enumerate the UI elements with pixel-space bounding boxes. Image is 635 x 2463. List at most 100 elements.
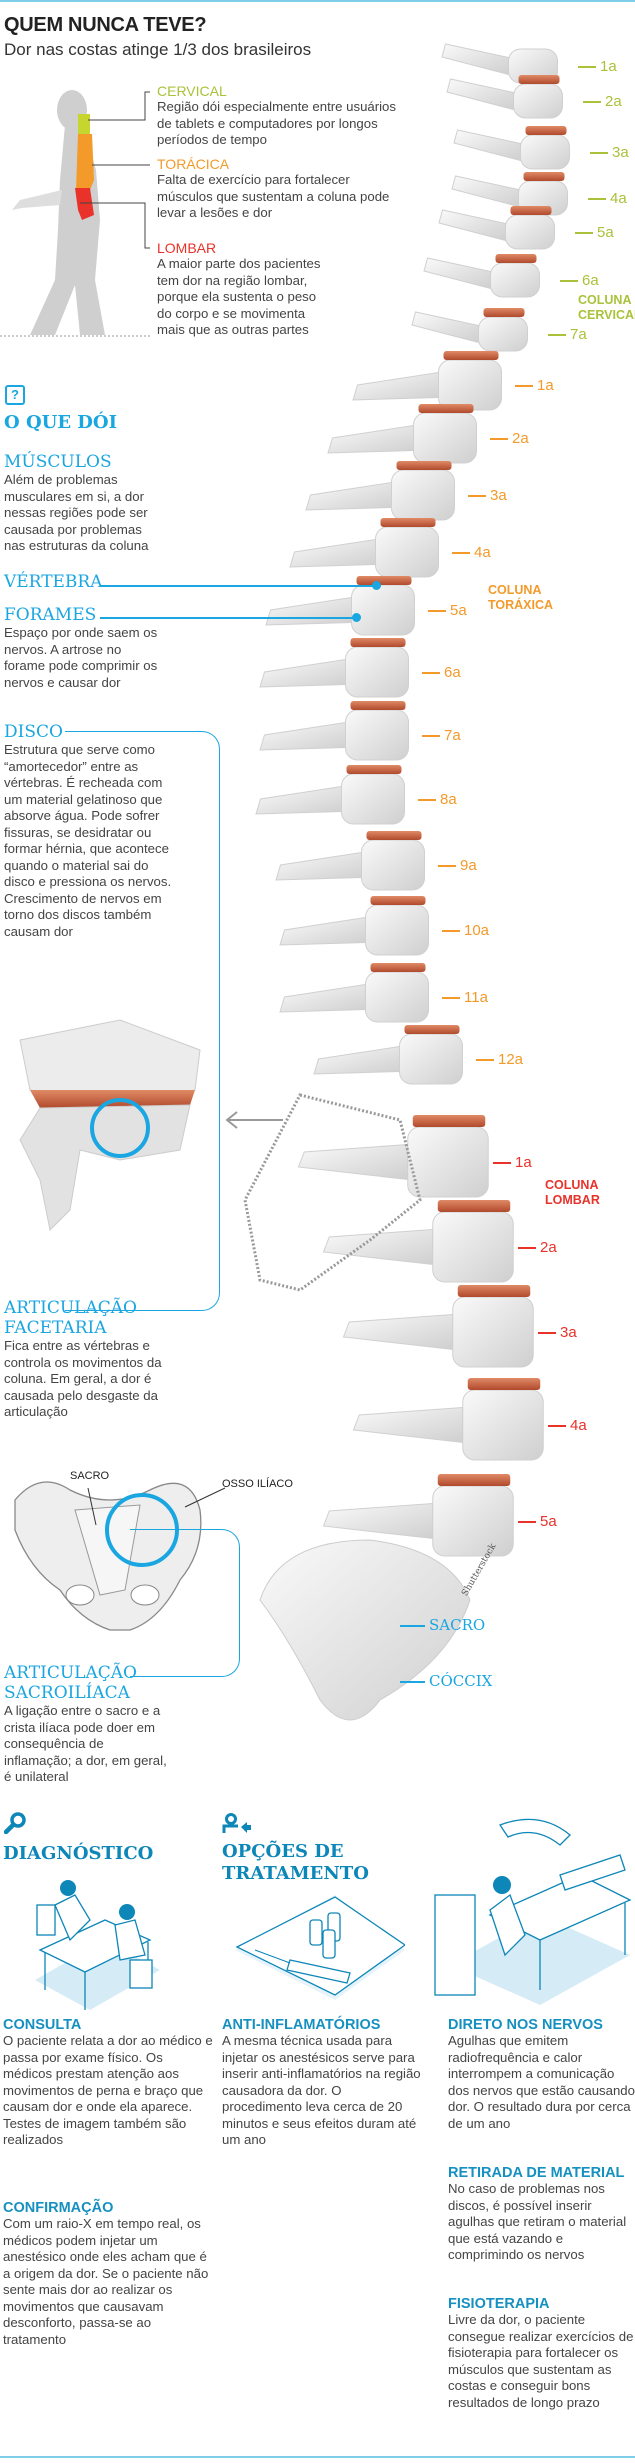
item-title: FORAMES [4, 605, 97, 625]
vertebra-label-cervical-2: 2a [583, 93, 622, 110]
intervertebral-disc [380, 518, 436, 527]
pelvis-label-sacro: SACRO [70, 1470, 110, 1482]
vertebra-body [345, 709, 409, 761]
vertebra-label-toracica-3: 3a [468, 487, 507, 504]
vertebra-number: 4a [474, 544, 491, 561]
magnifier-icon [4, 1812, 26, 1834]
vertebra-label-toracica-4: 4a [452, 544, 491, 561]
vertebra-number: 10a [464, 922, 490, 939]
diagnostico-consulta: CONSULTA O paciente relata a dor ao médi… [3, 2017, 213, 2149]
item-title: MÚSCULOS [4, 452, 112, 472]
intervertebral-disc [350, 701, 406, 710]
vertebra-body [365, 971, 429, 1023]
vertebra-body [351, 584, 415, 636]
intervertebral-disc [523, 172, 565, 181]
vertebra-label-toracica-5: 5a [428, 602, 467, 619]
vertebra-process [279, 916, 366, 946]
vertebra-closeup-illustration [19, 1019, 201, 1232]
intervertebral-disc [495, 254, 537, 263]
consultation-illustration [35, 1880, 160, 2010]
vertebra-body [513, 83, 563, 119]
top-rule [0, 0, 635, 2]
vertebra-number: 1a [537, 377, 554, 394]
vertebra-label-toracica-1: 1a [515, 377, 554, 394]
intervertebral-disc [510, 206, 552, 215]
vertebra-number: 5a [597, 224, 614, 241]
item-title-2: SACROILÍACA [4, 1683, 130, 1703]
vertebra-body [413, 412, 477, 464]
region-text: Falta de exercício para fortalecer múscu… [157, 172, 390, 220]
vertebra-body [432, 1485, 514, 1557]
tick-mark [468, 495, 486, 497]
tick-mark [578, 66, 596, 68]
item-title-1: ARTICULAÇÃO [4, 1663, 137, 1683]
tick-mark [438, 865, 456, 867]
tick-mark [493, 1162, 511, 1164]
disco-facetaria-bracket [65, 731, 220, 1311]
sacroiliaca-bracket [130, 1529, 240, 1677]
tick-mark [538, 1332, 556, 1334]
vertebra-number: 6a [444, 664, 461, 681]
label-sacro-text: SACRO [429, 1616, 486, 1634]
vertebra-label-toracica-8: 8a [418, 791, 457, 808]
tick-mark [588, 198, 606, 200]
vertebra-process [352, 1406, 464, 1444]
vertebra-number: 3a [490, 487, 507, 504]
arrow-left-icon [225, 1111, 283, 1129]
intervertebral-disc [370, 896, 426, 905]
vertebra-number: 8a [440, 791, 457, 808]
item-facetaria: ARTICULAÇÃO FACETARIA Fica entre as vért… [4, 1298, 164, 1421]
vertebra-body [432, 1211, 514, 1283]
intervertebral-disc [525, 126, 567, 135]
forames-dot [352, 613, 361, 622]
vertebra-label-cervical-6: 6a [560, 272, 599, 289]
vertebra-number: 4a [570, 1417, 587, 1434]
vertebra-label-cervical-1: 1a [578, 58, 617, 75]
intervertebral-disc [457, 1285, 531, 1297]
region-text: Região dói especialmente entre usuários … [157, 99, 396, 147]
vertebra-body [520, 134, 570, 170]
item-text: Além de problemas musculares em si, a do… [4, 472, 149, 553]
tratamento-anti-inflamatorios: ANTI-INFLAMATÓRIOS A mesma técnica usada… [222, 2017, 422, 2149]
bottom-rule [0, 2456, 635, 2458]
intervertebral-disc [518, 75, 560, 84]
vertebra-number: 12a [498, 1051, 524, 1068]
label-coluna-cervical: COLUNA CERVICAL [578, 293, 635, 322]
section-title-oque: O QUE DÓI [4, 412, 118, 433]
tick-mark [515, 385, 533, 387]
tick-mark [518, 1247, 536, 1249]
tick-mark [548, 1425, 566, 1427]
vertebra-body [490, 262, 540, 298]
vertebra-number: 2a [512, 430, 529, 447]
vertebra-process [313, 1045, 400, 1075]
vertebra-process [265, 596, 352, 626]
vertebra-process [453, 129, 521, 162]
vertebra-process [423, 257, 491, 290]
vertebra-process [411, 311, 479, 344]
tick-mark [418, 799, 436, 801]
xray-procedure-illustration [434, 1818, 632, 2005]
vertebra-process [279, 983, 366, 1013]
region-cervical: CERVICAL Região dói especialmente entre … [157, 83, 407, 149]
vertebra-label-toracica-9: 9a [438, 857, 477, 874]
item-text: A ligação entre o sacro e a crista ilíac… [4, 1703, 167, 1784]
vertebra-process [438, 209, 506, 242]
region-title: TORÁCICA [157, 156, 230, 172]
vertebra-process [305, 481, 392, 511]
vertebra-body [391, 469, 455, 521]
vertebra-label-lombar-2: 2a [518, 1239, 557, 1256]
item-text: Agulhas que emitem radiofrequência e cal… [448, 2033, 635, 2131]
item-text: Fica entre as vértebras e controla os mo… [4, 1338, 162, 1419]
vertebra-process [441, 43, 509, 76]
vertebra-process [327, 424, 414, 454]
vertebra-body [462, 1389, 544, 1461]
vertebra-body [361, 839, 425, 891]
vertebra-label-lombar-4: 4a [548, 1417, 587, 1434]
item-text: Espaço por onde saem os nervos. A artros… [4, 625, 158, 690]
item-title: CONFIRMAÇÃO [3, 2200, 114, 2216]
item-text: Livre da dor, o paciente consegue realiz… [448, 2312, 634, 2410]
page-subtitle: Dor nas costas atinge 1/3 dos brasileiro… [4, 40, 312, 59]
vertebra-process [255, 785, 342, 815]
tick-mark [548, 334, 566, 336]
label-coccix-text: CÓCCIX [429, 1672, 493, 1690]
